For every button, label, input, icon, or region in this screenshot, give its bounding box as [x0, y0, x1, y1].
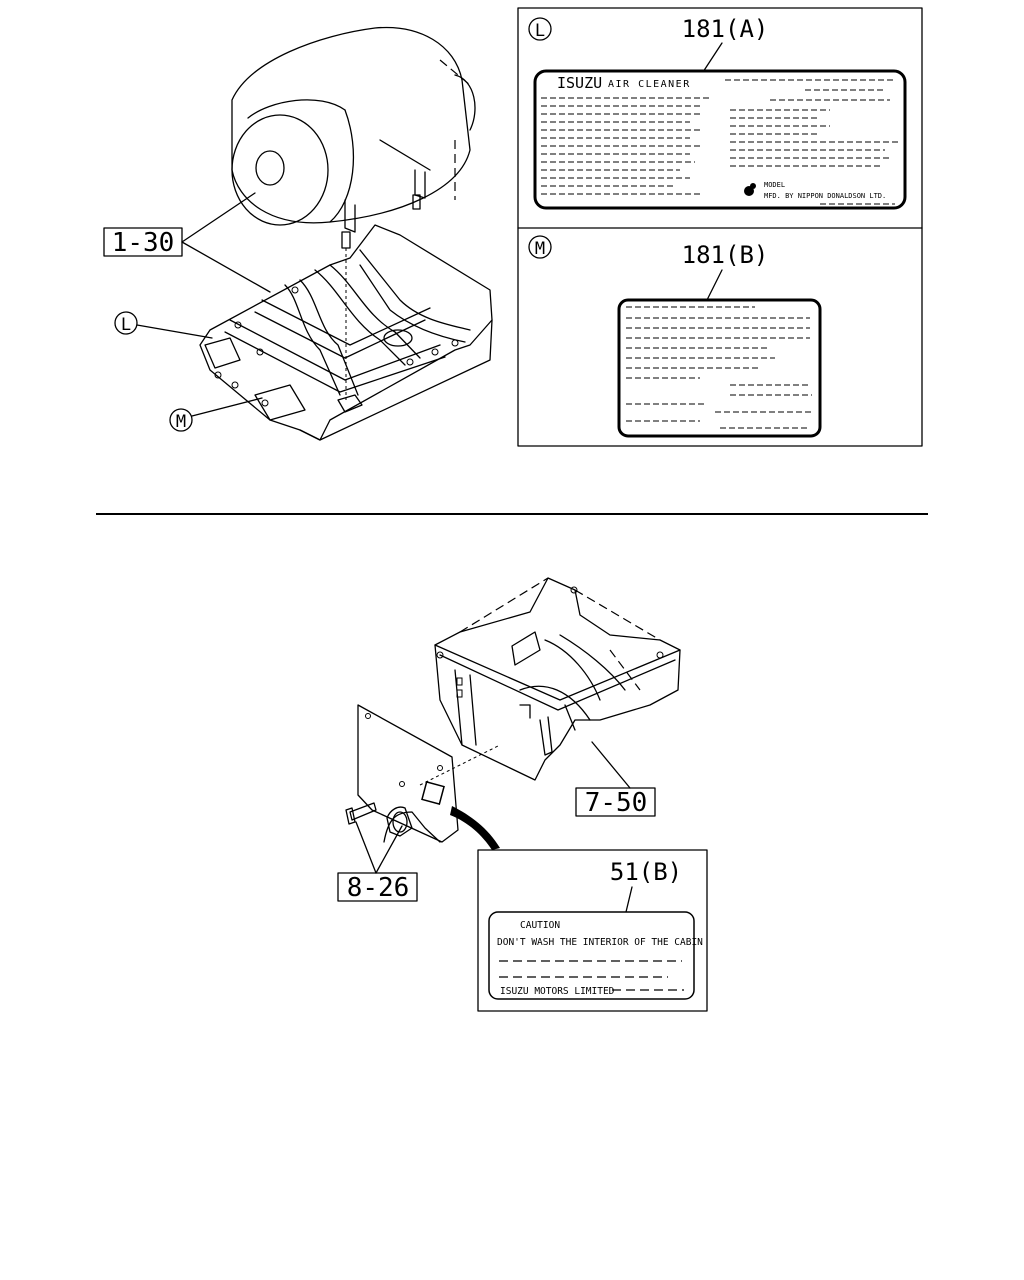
- rear-trim-panel-drawing: [345, 704, 500, 850]
- panel-m-marker: M: [535, 239, 545, 259]
- cab-floor-drawing: [419, 577, 681, 786]
- callout-1-30: 1-30: [103, 192, 271, 293]
- label-51b-footer: ISUZU MOTORS LIMITED: [500, 986, 615, 997]
- label-51b-line1: DON'T WASH THE INTERIOR OF THE CABIN: [497, 937, 703, 948]
- label-181b-panel: M 181(B): [528, 235, 822, 438]
- callout-7-50: 7-50: [575, 741, 656, 818]
- label-51b-panel: 51(B) CAUTION DON'T WASH THE INTERIOR OF…: [477, 849, 708, 1012]
- label-181b-fine-print: [626, 306, 812, 429]
- floor-panel-drawing: [199, 224, 493, 441]
- panel-l-marker: L: [535, 21, 545, 41]
- label-181a-brand: ISUZU: [557, 74, 602, 92]
- callout-8-26: 8-26: [337, 821, 418, 903]
- donaldson-logo: [744, 183, 756, 196]
- view-marker-l-text: L: [121, 315, 131, 335]
- label-detail-frame: [517, 7, 923, 447]
- label-181a-ref: 181(A): [682, 15, 769, 43]
- label-181a-product: AIR CLEANER: [608, 79, 691, 90]
- label-51b-caution: CAUTION: [520, 920, 560, 931]
- air-cleaner-drawing: [231, 26, 476, 249]
- view-marker-m: M: [169, 397, 263, 432]
- label-51b-ref: 51(B): [610, 858, 682, 886]
- callout-1-30-text: 1-30: [112, 228, 175, 258]
- label-181a-fine-print: [541, 79, 900, 205]
- label-181a-model: MODEL: [764, 181, 785, 189]
- label-181a-maker: MFD. BY NIPPON DONALDSON LTD.: [764, 192, 886, 200]
- view-marker-l: L: [114, 311, 213, 339]
- callout-8-26-text: 8-26: [347, 873, 410, 903]
- callout-7-50-text: 7-50: [585, 788, 648, 818]
- view-marker-m-text: M: [176, 412, 186, 432]
- label-181b-ref: 181(B): [682, 241, 769, 269]
- label-181a-panel: L 181(A) ISUZU AIR CLEANER MODEL MFD. BY…: [528, 15, 907, 210]
